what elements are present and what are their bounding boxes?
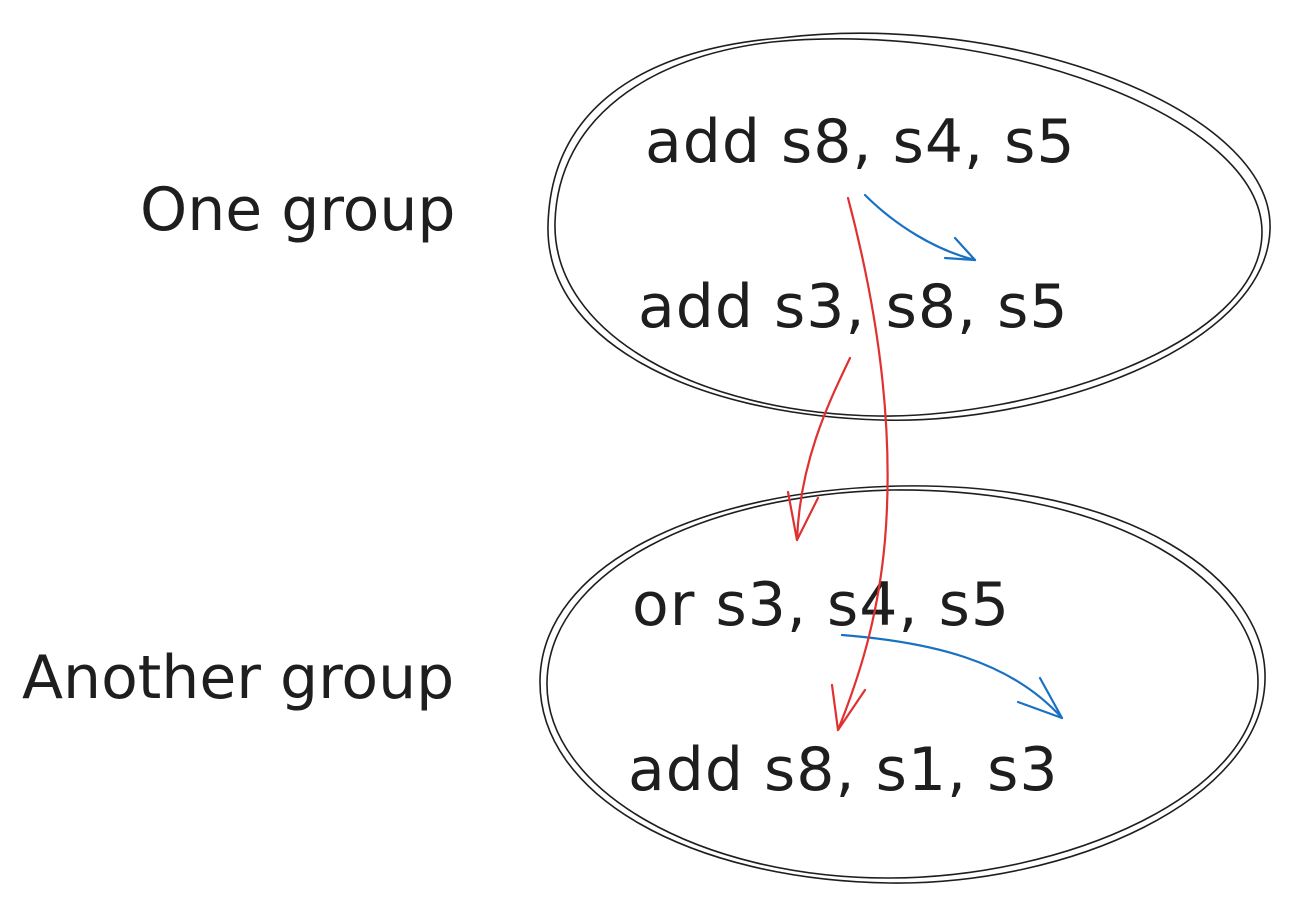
instruction-g2-2: add s8, s1, s3 <box>628 735 1059 805</box>
blue-arrow-group-1 <box>863 193 977 262</box>
instruction-g1-1: add s8, s4, s5 <box>645 107 1076 177</box>
group-2-outline <box>539 485 1266 884</box>
red-arrow-long <box>830 196 889 732</box>
group-1-label: One group <box>140 175 456 245</box>
group-1-outline <box>547 32 1271 422</box>
red-arrow-short <box>786 356 852 542</box>
instruction-g2-1: or s3, s4, s5 <box>632 570 1010 640</box>
blue-arrow-group-2 <box>840 633 1064 720</box>
instruction-g1-2: add s3, s8, s5 <box>638 272 1069 342</box>
group-2-label: Another group <box>22 643 454 713</box>
